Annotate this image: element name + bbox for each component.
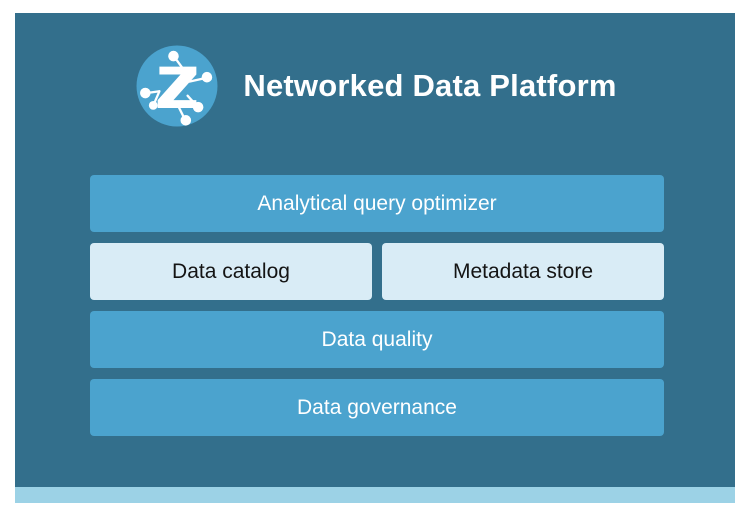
footer-accent-strip: [15, 487, 735, 503]
component-stack: Analytical query optimizer Data catalog …: [90, 175, 664, 447]
networked-z-logo-icon: [136, 45, 218, 126]
page-title: Networked Data Platform: [243, 68, 617, 103]
stack-item-label: Data governance: [297, 396, 457, 419]
main-panel: Networked Data Platform Analytical query…: [15, 13, 735, 487]
stack-item-label: Analytical query optimizer: [257, 192, 497, 215]
header: Networked Data Platform: [15, 33, 735, 138]
stack-item-label: Metadata store: [452, 260, 594, 283]
stack-item-data-quality[interactable]: Data quality: [90, 311, 664, 368]
stack-row-split: Data catalog Metadata store: [90, 243, 664, 300]
stack-item-data-catalog[interactable]: Data catalog: [90, 243, 372, 300]
stack-item-label: Data quality: [321, 328, 433, 351]
stack-item-data-governance[interactable]: Data governance: [90, 379, 664, 436]
stack-item-metadata-store[interactable]: Metadata store: [382, 243, 664, 300]
stack-item-label: Data catalog: [172, 260, 290, 283]
stack-item-analytical-query-optimizer[interactable]: Analytical query optimizer: [90, 175, 664, 232]
